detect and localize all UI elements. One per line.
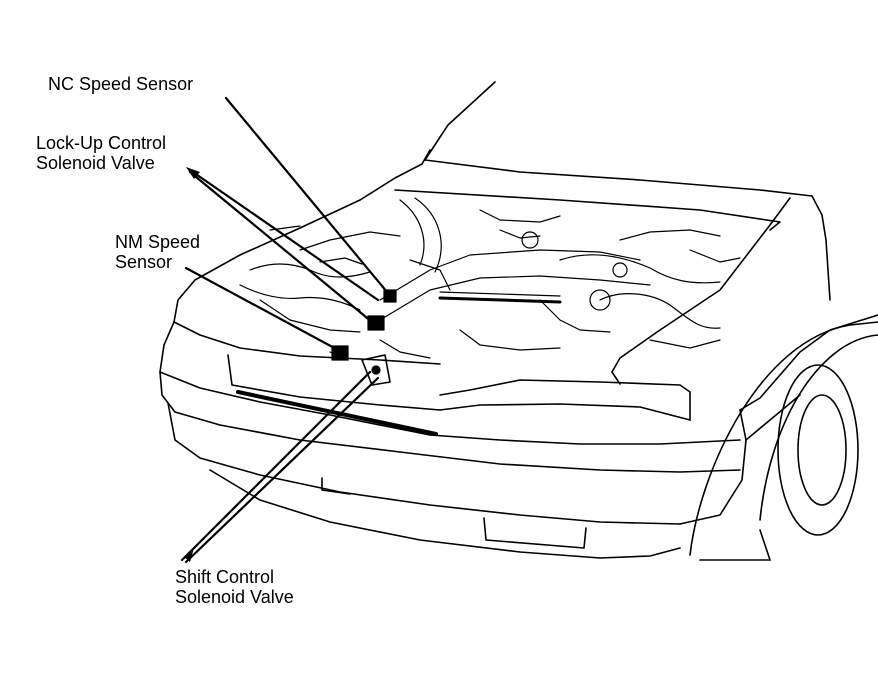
label-lockup-line1: Lock-Up Control <box>36 133 167 153</box>
body-outline <box>159 189 878 559</box>
front-wheel <box>689 321 878 561</box>
label-lockup-line2: Solenoid Valve <box>36 153 155 173</box>
label-shift-line1: Shift Control <box>175 567 275 587</box>
leader-nc-speed-sensor <box>224 96 394 300</box>
arrowheads <box>184 167 200 562</box>
leader-lockup-a <box>188 168 380 302</box>
label-nm-line1: NM Speed <box>115 232 201 252</box>
engine-compartment <box>239 197 741 386</box>
label-shift-line2: Solenoid Valve <box>175 587 294 607</box>
leader-shift-a <box>180 370 372 562</box>
hood <box>359 81 813 201</box>
label-lock-up-control-solenoid-valve: Lock-Up Control Solenoid Valve <box>36 133 166 173</box>
label-nm-speed-sensor: NM Speed Sensor <box>115 232 200 272</box>
leader-lockup-b <box>188 170 374 324</box>
label-shift-control-solenoid-valve: Shift Control Solenoid Valve <box>175 567 294 607</box>
leader-nm-speed-sensor <box>184 266 340 352</box>
label-nm-line2: Sensor <box>115 252 173 272</box>
label-nc-line: NC Speed Sensor <box>48 74 194 94</box>
label-nc-speed-sensor: NC Speed Sensor <box>48 74 193 94</box>
leader-shift-b <box>184 376 380 564</box>
leader-lines <box>180 96 394 564</box>
